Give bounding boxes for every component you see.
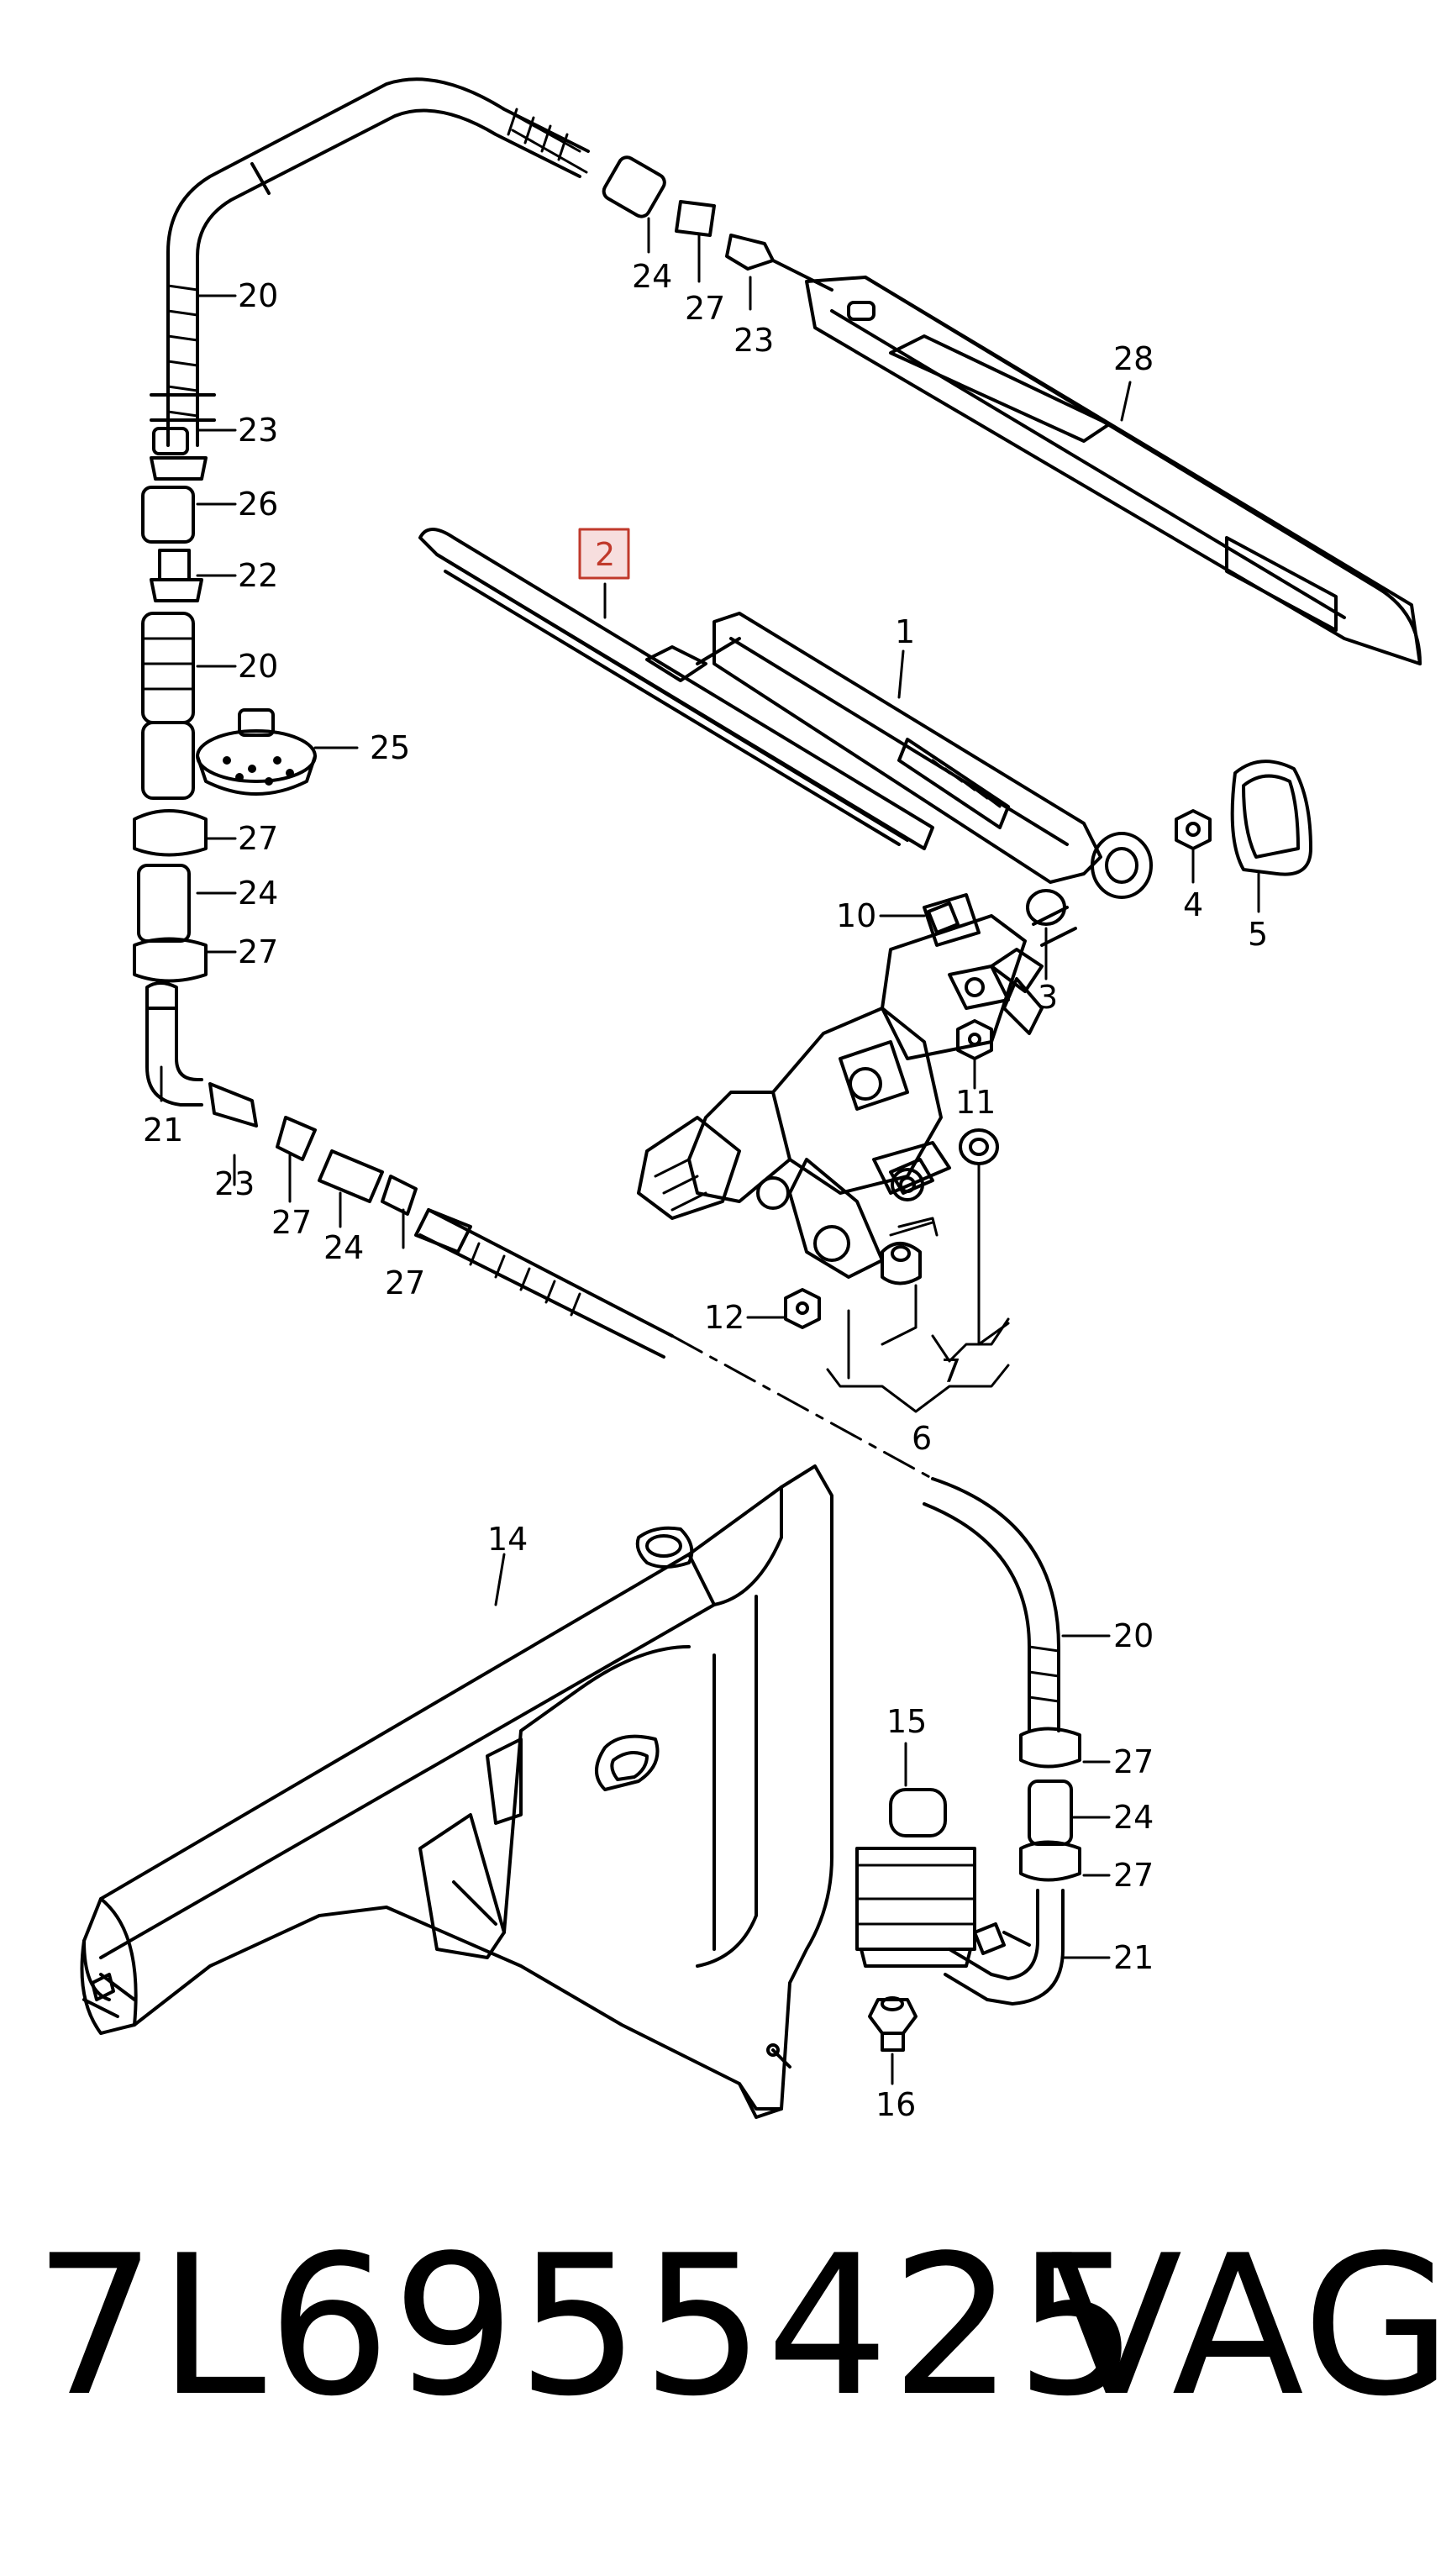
label-7: 7 [941,1353,961,1390]
label-24-lower: 24 [323,1229,364,1266]
label-27-top: 27 [685,290,725,327]
washer-reservoir-14 [80,1464,833,2119]
label-11: 11 [955,1084,996,1121]
part-labels: 24 27 23 28 20 23 26 22 20 25 27 24 27 2… [143,258,1268,2123]
label-3: 3 [1038,979,1058,1016]
grommet-25 [196,708,317,796]
label-23-top: 23 [734,322,774,359]
washer-pump-15 [855,1788,1031,1968]
highlight-box-part-2 [578,528,630,580]
label-27-lower-b: 27 [385,1264,425,1301]
label-23-lower: 23 [214,1165,255,1202]
label-27-left-b: 27 [238,933,278,970]
hose-long-mid [418,1208,1060,1732]
label-24-right: 24 [1113,1799,1154,1836]
brand: VAG [1050,2215,1446,2439]
leader-lines [160,217,1260,2085]
spoiler-28 [805,276,1422,665]
nut-12 [784,1288,821,1329]
label-22: 22 [238,557,278,594]
grommet-16 [868,1996,918,2052]
label-27-right-a: 27 [1113,1743,1154,1780]
nut-11 [956,1019,993,1060]
label-6: 6 [912,1420,932,1457]
rubber-mount-7 [959,1128,999,1165]
label-10: 10 [836,897,876,934]
cap-5 [1230,760,1312,876]
label-24-top: 24 [632,258,672,295]
label-23-left: 23 [238,412,278,449]
label-25: 25 [370,729,410,766]
wiper-blade-2 [418,528,934,850]
label-27-left-a: 27 [238,820,278,857]
wiper-motor-assembly [637,889,1077,1279]
rubber-mount-6 [881,1242,922,1285]
connector-stack-left [133,393,216,1107]
bushing [889,1158,934,1195]
parts-diagram: 24 27 23 28 20 23 26 22 20 25 27 24 27 2… [80,77,1422,2123]
label-20-right: 20 [1113,1617,1154,1654]
hose-ribbed-section [166,108,588,418]
label-20-mid: 20 [238,648,278,685]
wiper-arm-1 [712,612,1153,899]
part-number: 7L6955425 [34,2215,1140,2439]
label-4: 4 [1183,886,1203,923]
label-21-right: 21 [1113,1939,1154,1976]
label-2: 2 [595,536,615,573]
label-15: 15 [886,1703,927,1740]
connector-row-lower-left [208,1082,472,1254]
label-5: 5 [1248,916,1268,953]
label-28: 28 [1113,340,1154,377]
label-24-left: 24 [238,875,278,912]
connector-group-top [602,155,833,292]
hose-top-loop [166,77,590,447]
label-26: 26 [238,486,278,523]
label-16: 16 [875,2086,916,2123]
label-21-left: 21 [143,1112,183,1149]
nut-4 [1175,809,1212,850]
connector-stack-right [944,1727,1081,2006]
label-27-lower-a: 27 [271,1204,312,1241]
label-20-top: 20 [238,277,278,314]
bolt-10 [927,902,960,934]
label-27-right-b: 27 [1113,1857,1154,1894]
label-14: 14 [487,1521,528,1558]
label-1: 1 [895,613,915,650]
footer: 7L6955425 VAG [0,2201,1446,2453]
label-12: 12 [704,1299,744,1336]
